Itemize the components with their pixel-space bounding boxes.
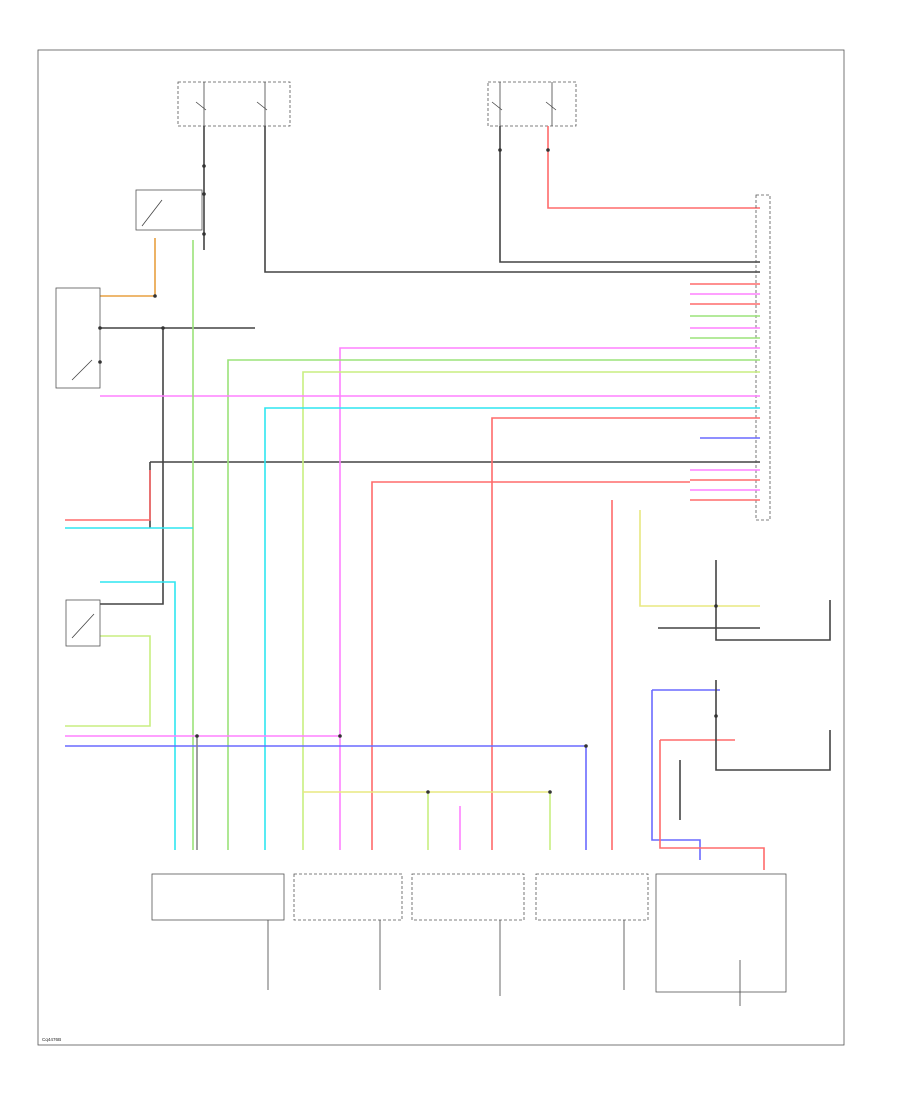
connector-leads (690, 283, 760, 501)
junction-dots (98, 148, 718, 794)
pink-wire-1 (339, 347, 760, 850)
light-green-wire-1 (302, 371, 760, 850)
blue-bus (65, 745, 587, 850)
right-connector-block (755, 194, 771, 521)
red-wire-short (65, 470, 151, 521)
fuse-box-right (487, 81, 577, 127)
bottom-switch-blocks (151, 873, 787, 993)
red-wire-2 (491, 417, 760, 850)
diagram-border (37, 49, 845, 1046)
ground-symbols (267, 920, 741, 1006)
red-wire-fuse (547, 126, 760, 209)
orange-wire (100, 238, 156, 297)
right-relay-wiring (639, 510, 831, 870)
yellow-green-wire (65, 635, 151, 727)
footer-code: Cq4476B (42, 1037, 61, 1042)
green-wire-1 (227, 359, 760, 850)
red-wire-3 (371, 481, 690, 850)
black-wires (100, 126, 760, 605)
fuse-box-left (177, 81, 291, 127)
cyan-wire-2 (100, 581, 176, 850)
left-components (55, 189, 203, 647)
cyan-wire-1 (264, 407, 760, 850)
switch-drops (427, 500, 613, 850)
